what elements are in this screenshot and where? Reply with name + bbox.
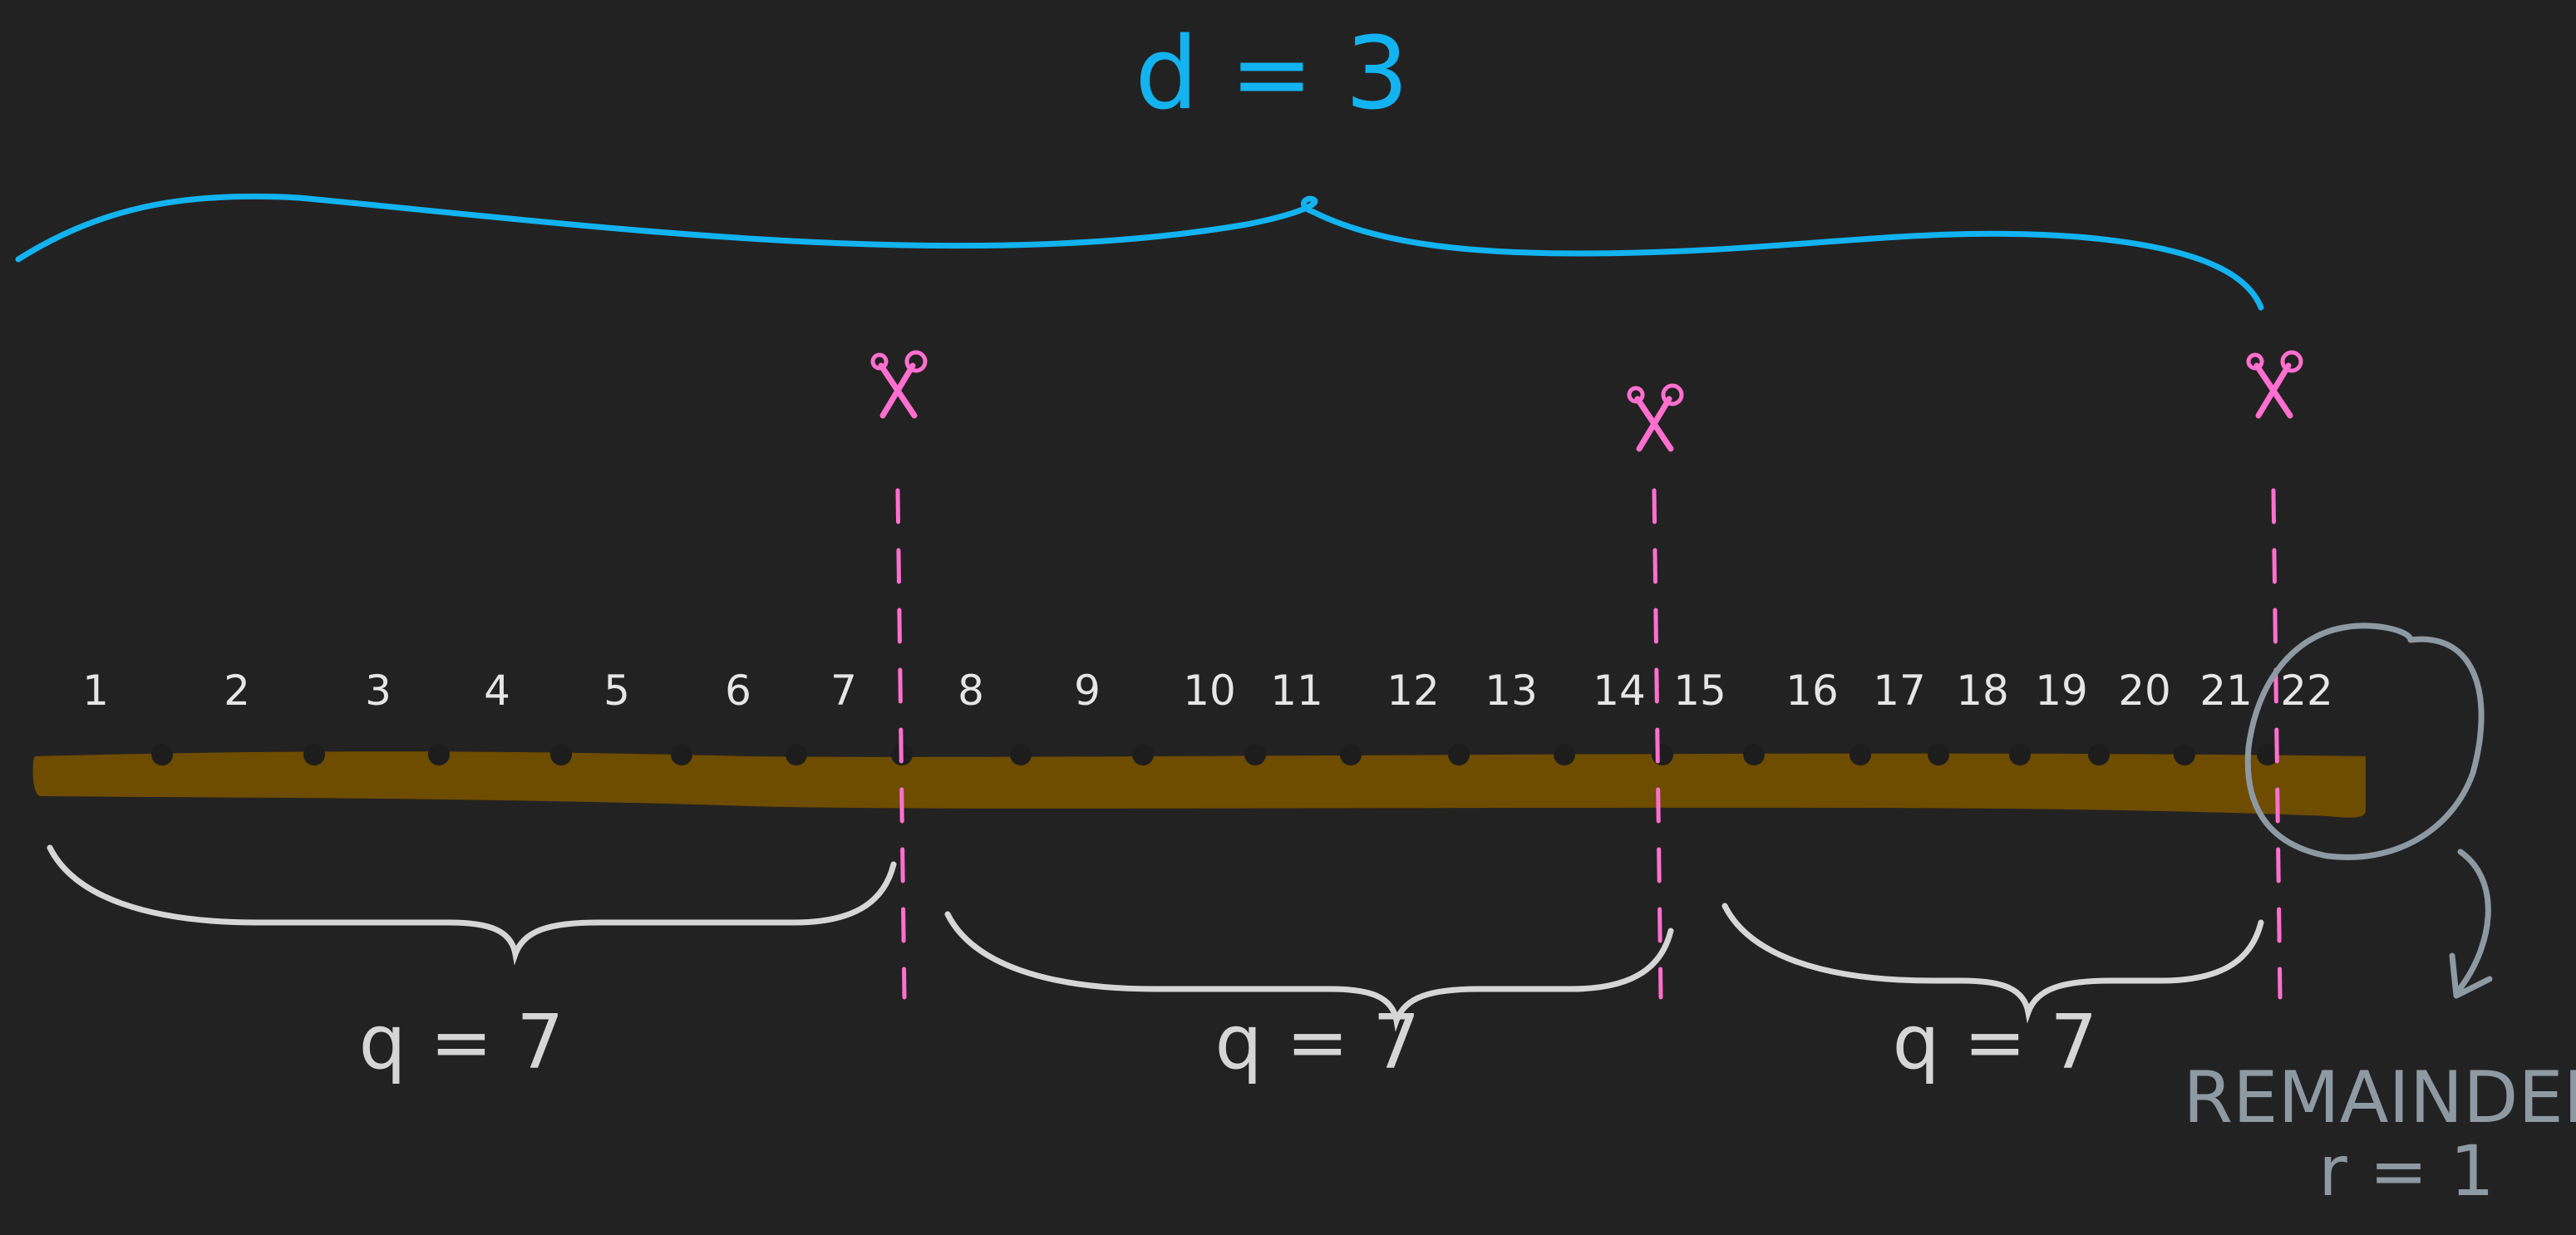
cut-line bbox=[895, 488, 907, 1000]
number-label: 15 bbox=[1673, 667, 1726, 715]
number-label: 16 bbox=[1785, 667, 1839, 715]
tick-marker bbox=[1244, 744, 1266, 765]
tick-marker bbox=[1448, 744, 1470, 765]
number-label: 3 bbox=[365, 667, 392, 715]
tick-marker bbox=[428, 744, 450, 765]
remainder-arrow-head bbox=[2449, 952, 2493, 999]
number-label: 8 bbox=[958, 667, 984, 715]
remainder-circle bbox=[2244, 622, 2485, 860]
number-label: 19 bbox=[2035, 667, 2088, 715]
tick-marker bbox=[2257, 744, 2278, 765]
remainder-arrow bbox=[2453, 849, 2491, 996]
divisor-brace bbox=[15, 193, 2264, 311]
scissors-icon bbox=[2246, 350, 2303, 419]
remainder-value: r = 1 bbox=[2318, 1130, 2495, 1212]
scissors-icon bbox=[870, 350, 928, 419]
tick-marker bbox=[550, 744, 572, 765]
number-label: 13 bbox=[1485, 667, 1538, 715]
tick-marker bbox=[1928, 744, 1949, 765]
tick-marker bbox=[1010, 744, 1032, 765]
scissors-icon bbox=[1627, 383, 1684, 452]
group-brace bbox=[47, 844, 897, 966]
number-label: 20 bbox=[2118, 667, 2171, 715]
tick-marker bbox=[2088, 744, 2110, 765]
group-brace bbox=[1721, 903, 2264, 1024]
cut-group bbox=[870, 350, 2303, 1000]
number-label: 10 bbox=[1183, 667, 1236, 715]
tick-marker bbox=[2174, 744, 2195, 765]
group-quotient-label: q = 7 bbox=[358, 999, 564, 1086]
number-label: 2 bbox=[224, 667, 250, 715]
stick bbox=[32, 751, 2367, 818]
tick-marker bbox=[1849, 744, 1871, 765]
tick-marker bbox=[1340, 744, 1362, 765]
number-label: 14 bbox=[1593, 667, 1646, 715]
tick-marker bbox=[671, 744, 692, 765]
cut-line bbox=[1652, 488, 1663, 1000]
remainder-title: REMAINDER bbox=[2183, 1056, 2576, 1139]
number-label: 12 bbox=[1387, 667, 1440, 715]
number-label: 17 bbox=[1873, 667, 1926, 715]
tick-marker bbox=[303, 744, 325, 765]
tick-marker bbox=[1652, 744, 1673, 765]
number-label: 1 bbox=[82, 667, 109, 715]
number-label: 7 bbox=[830, 667, 857, 715]
number-label: 5 bbox=[603, 667, 630, 715]
number-label: 9 bbox=[1074, 667, 1101, 715]
tick-marker bbox=[1743, 744, 1765, 765]
tick-marker bbox=[2009, 744, 2031, 765]
number-label: 22 bbox=[2280, 667, 2333, 715]
number-label: 4 bbox=[484, 667, 510, 715]
number-label: 18 bbox=[1956, 667, 2009, 715]
group-brace-group: q = 7 q = 7 q = 7 bbox=[47, 844, 2264, 1086]
divisor-label: d = 3 bbox=[1135, 17, 1408, 132]
tick-marker bbox=[786, 744, 807, 765]
number-label: 6 bbox=[725, 667, 751, 715]
tick-marker bbox=[1554, 744, 1575, 765]
group-brace bbox=[944, 911, 1674, 1032]
tick-marker bbox=[151, 744, 173, 765]
cut-line bbox=[2271, 488, 2283, 1000]
number-label: 21 bbox=[2199, 667, 2253, 715]
number-label: 11 bbox=[1270, 667, 1323, 715]
group-quotient-label: q = 7 bbox=[1892, 999, 2097, 1086]
group-quotient-label: q = 7 bbox=[1214, 999, 1420, 1086]
tick-marker bbox=[1132, 744, 1154, 765]
